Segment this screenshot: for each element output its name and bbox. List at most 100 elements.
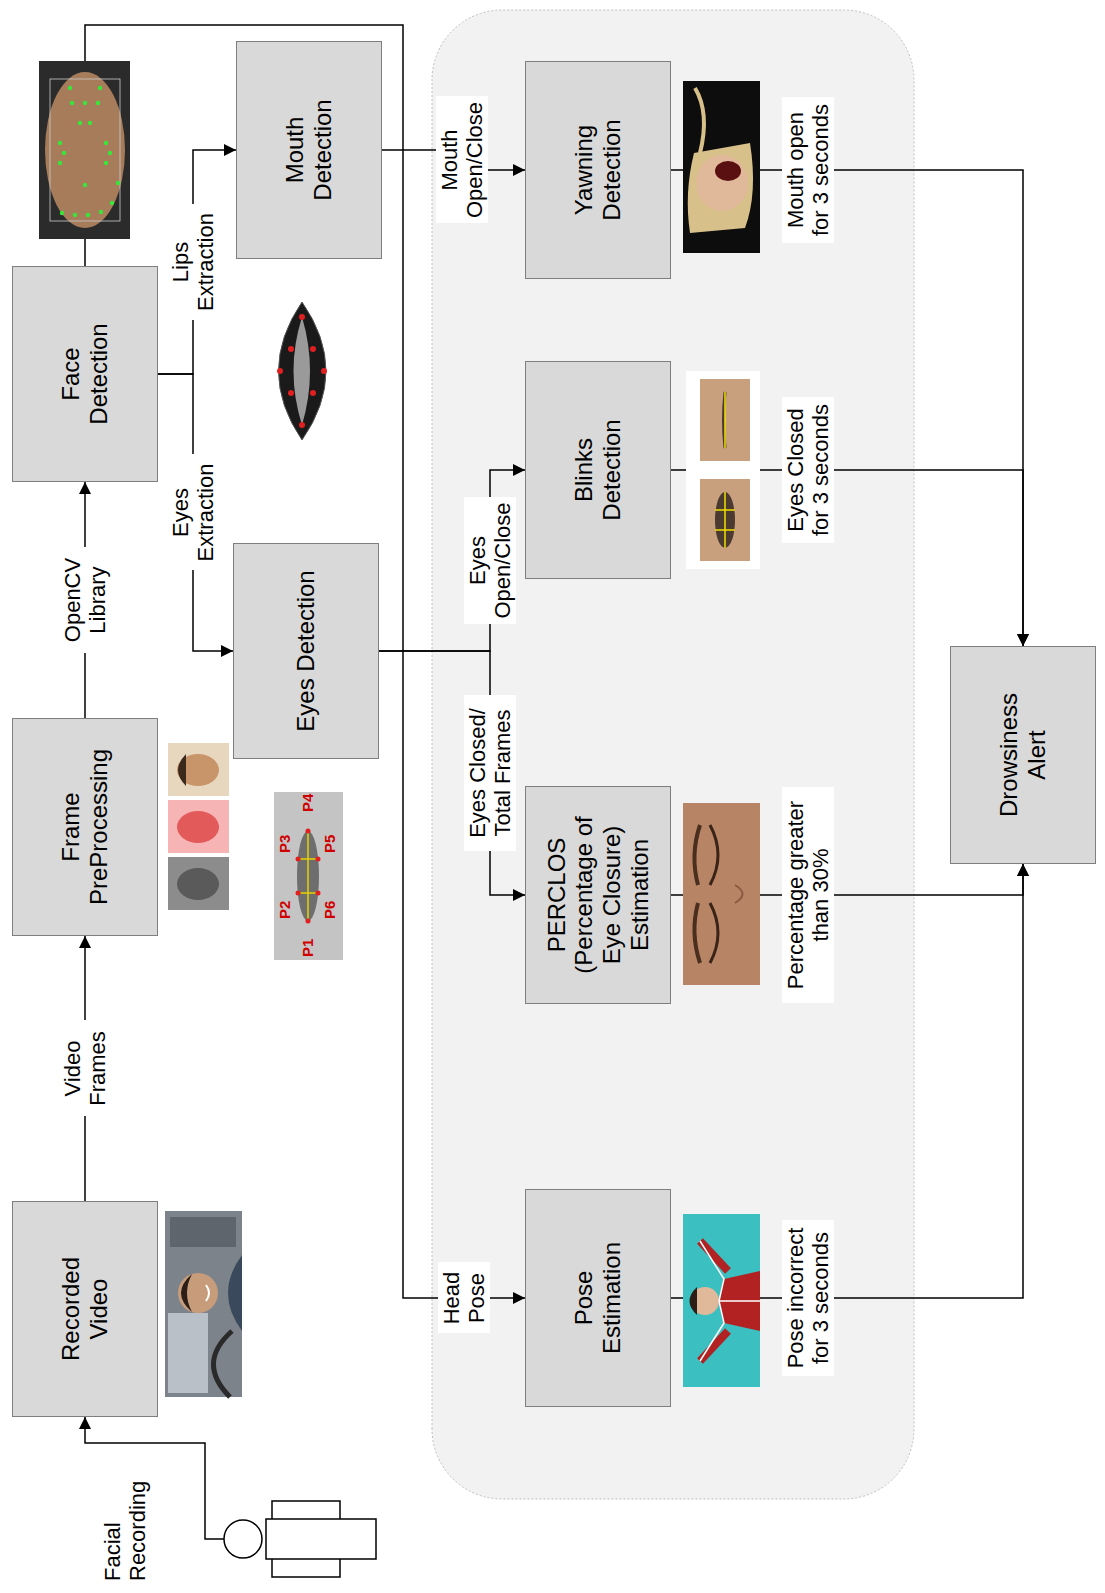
face-landmarks-photo-part [104,161,108,165]
lips-landmarks-part [294,317,311,425]
edge-label: Mouth open for 3 seconds [782,97,835,243]
face-landmarks-photo-part [39,61,130,239]
yawning-photo [683,81,760,253]
closed-eyes-photo-part [735,885,743,903]
caption-label: Facial Recording [100,1461,151,1581]
face-landmarks-photo-part [104,141,108,145]
lips-landmarks-part [288,390,294,396]
eye-landmarks [274,792,343,960]
box-label: Face Detection [57,304,112,444]
blink-photos-part [724,392,726,448]
lips-landmarks-part [310,390,316,396]
box-label: Eyes Detection [292,551,320,751]
eye-landmarks-part [298,831,318,921]
car-photo-part [213,1331,232,1397]
face-landmarks-photo-part [98,86,102,90]
face-landmarks-photo-part [86,213,90,217]
lips-landmarks-part [321,368,327,374]
process-box: Frame PreProcessing [12,718,158,936]
car-photo-part [178,1273,218,1313]
process-box: Blinks Detection [525,361,671,579]
edge-label: Pose incorrect for 3 seconds [782,1220,835,1376]
face-landmarks-photo-part [73,213,77,217]
process-box: Mouth Detection [236,41,382,259]
eye-landmarks-part [296,891,301,896]
point-label: P3 [277,835,294,853]
yawning-photo-part [696,155,748,211]
person-icon [224,1501,376,1577]
box-label: Drowsiness Alert [995,680,1050,830]
preprocessing-thumbnails-part [168,857,229,910]
face-landmarks-photo-part [108,151,112,155]
eye-landmarks-part [316,857,321,862]
person-icon-part [272,1501,340,1519]
recording-wire [85,1417,224,1539]
closed-eyes-photo-part [710,825,718,885]
connector [85,25,525,1298]
face-landmarks-photo-part [58,161,62,165]
blink-photos-part [715,492,735,548]
face-landmarks-photo-part [99,210,103,214]
eye-landmarks-part [306,919,311,924]
lips-landmarks-part [277,314,327,428]
face-landmarks-photo [39,61,130,239]
process-box: Yawning Detection [525,61,671,279]
pose-photo [683,1214,760,1387]
blink-photos-part [715,492,735,548]
preprocessing-thumbnails-part [178,754,186,786]
lips-landmarks-part [277,368,283,374]
edge-label: Eyes Open/Close [464,497,517,624]
face-landmarks-photo-part [70,101,74,105]
process-box: Drowsiness Alert [950,646,1096,864]
yawning-photo-part [695,88,704,153]
connector [158,150,236,374]
process-box: PERCLOS (Percentage of Eye Closure) Esti… [525,786,671,1004]
pose-photo-part [683,1214,760,1387]
closed-eyes-photo-part [683,803,760,985]
detection-region [432,10,914,1499]
point-label: P1 [300,939,317,957]
car-photo-part [181,1274,192,1312]
preprocessing-thumbnails-part [168,743,229,796]
connector [671,470,1023,646]
face-landmarks-photo-part [78,121,82,125]
connector [379,470,525,651]
point-label: P5 [322,835,339,853]
car-photo-part [165,1211,242,1397]
car-photo-part [228,1255,242,1331]
process-box: Eyes Detection [233,543,379,759]
blink-photos [686,371,760,569]
eye-landmarks-part [316,891,321,896]
preprocessing-thumbnails-part [177,811,219,843]
eye-landmarks-part [296,829,321,924]
edge-label: Eyes Closed for 3 seconds [782,397,835,543]
preprocessing-thumbnails-part [177,868,219,900]
edge-label: Head Pose [438,1263,491,1334]
pose-photo-part [690,1287,698,1315]
face-landmarks-photo-part [83,101,87,105]
point-label: P6 [322,901,339,919]
edge-label: Percentage greater than 30% [782,787,835,1003]
car-photo-part [168,1313,208,1393]
box-label: Recorded Video [57,1239,112,1379]
lips-landmarks-part [288,346,294,352]
blink-photos-part [724,392,726,448]
preprocessing-thumbnails-part [177,754,219,786]
person-icon-part [224,1520,262,1558]
box-label: Blinks Detection [570,400,625,540]
face-landmarks-photo-part [45,72,125,228]
edge-label: OpenCV Library [59,547,112,653]
box-label: Pose Estimation [570,1228,625,1368]
edge-label: Lips Extraction [167,204,220,320]
face-landmarks-photo-part [116,181,120,185]
blink-photos-part [700,379,750,461]
face-landmarks-photo-part [110,201,114,205]
eye-landmarks-part [274,792,343,960]
face-landmarks-photo-part [60,211,64,215]
box-label: PERCLOS (Percentage of Eye Closure) Esti… [543,800,653,990]
preprocessing-thumbnails-part [168,800,229,853]
face-landmarks-photo-part [88,121,92,125]
eye-landmarks-part [297,831,319,921]
eye-landmarks-part [296,857,301,862]
